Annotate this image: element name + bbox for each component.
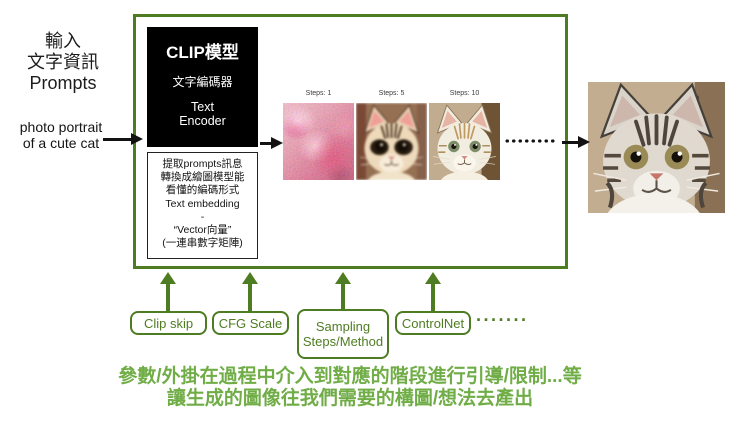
noise-image-step1 (283, 103, 354, 180)
step-label-3: Steps: 10 (449, 90, 480, 97)
final-arrow-icon (562, 135, 590, 149)
clip-title: CLIP模型 (166, 43, 239, 62)
caption-line-2: 讓生成的圖像往我們需要的構圖/想法去產出 (166, 387, 534, 409)
param-box-clip-skip: Clip skip (130, 311, 207, 335)
step-label-2: Steps: 5 (378, 90, 405, 97)
embedding-line: 看懂的編碼形式 (165, 184, 240, 197)
input-title-line: 輸入 (45, 31, 81, 51)
text-embedding-box: 提取prompts訊息 轉換成繪圖模型能 看懂的編碼形式 Text embedd… (147, 152, 258, 259)
up-arrow-icon (335, 272, 351, 311)
up-arrow-icon (160, 272, 176, 311)
prompt-text-line: photo portrait (19, 119, 103, 135)
clip-encoder-box: CLIP模型 文字編碼器 Text Encoder (147, 27, 258, 147)
prompt-text-line: of a cute cat (22, 135, 100, 151)
cat-image-step5 (356, 103, 427, 180)
step-figure-2: Steps: 5 (356, 90, 427, 180)
clip-subtitle-zh: 文字編碼器 (172, 75, 233, 89)
embedding-line: 轉換成繪圖模型能 (160, 171, 245, 184)
up-arrow-icon (242, 272, 258, 311)
final-cat-image (588, 82, 725, 213)
step-label-1: Steps: 1 (305, 90, 332, 97)
embedding-line: (一連串數字矩陣) (162, 237, 243, 250)
input-title-line: Prompts (29, 73, 97, 93)
caption: 參數/外掛在過程中介入到對應的階段進行引導/限制...等 讓生成的圖像往我們需要… (0, 366, 700, 409)
encoder-arrow-icon (260, 136, 283, 150)
param-box-controlnet: ControlNet (395, 311, 471, 335)
step-figure-1: Steps: 1 (283, 90, 354, 180)
param-box-cfg-scale: CFG Scale (212, 311, 289, 335)
more-params-dots: ······· (476, 310, 529, 330)
cat-image-step10 (429, 103, 500, 180)
embedding-line: - (200, 210, 205, 223)
caption-line-1: 參數/外掛在過程中介入到對應的階段進行引導/限制...等 (118, 366, 582, 387)
embedding-line: Text embedding (165, 197, 240, 210)
up-arrow-icon (425, 272, 441, 311)
dotted-flow-line (504, 139, 557, 143)
embedding-line: 提取prompts訊息 (162, 158, 243, 170)
param-box-sampling: Sampling Steps/Method (297, 309, 389, 359)
input-title-line: 文字資訊 (27, 52, 99, 72)
prompt-arrow-icon (103, 132, 143, 146)
prompt-text: photo portrait of a cute cat (2, 119, 120, 151)
clip-subtitle-en: Text Encoder (179, 100, 226, 128)
embedding-line: “Vector向量” (173, 224, 232, 237)
step-figure-3: Steps: 10 (429, 90, 500, 180)
input-title: 輸入 文字資訊 Prompts (6, 31, 120, 94)
